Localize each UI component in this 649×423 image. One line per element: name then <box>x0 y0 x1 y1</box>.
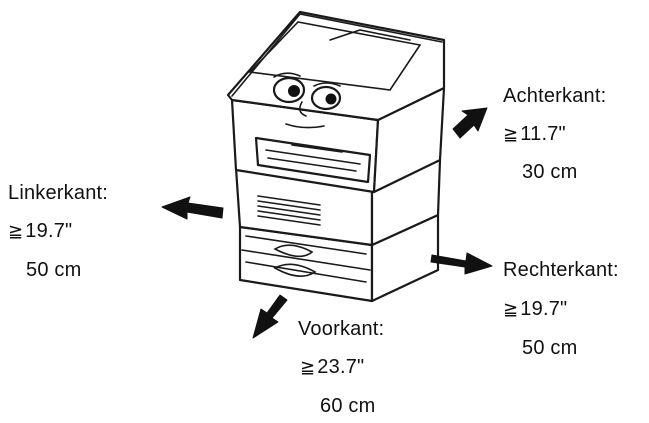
tray-2-handle <box>273 263 317 277</box>
output-tray-opening <box>254 136 372 184</box>
arrow-left <box>161 196 224 220</box>
tray-divider <box>241 249 371 271</box>
front-clearance-inches: ≧23.7" <box>300 356 365 378</box>
nose <box>298 101 307 117</box>
document-feeder-outline <box>248 21 422 91</box>
left-clearance-inches: ≧19.7" <box>8 220 73 242</box>
arrow-back <box>452 107 488 139</box>
printer-face <box>272 72 342 129</box>
right-clearance-inches: ≧19.7" <box>503 298 568 320</box>
arrow-right <box>430 252 493 275</box>
printer-illustration <box>226 10 446 303</box>
greater-equal-symbol: ≧ <box>300 357 316 377</box>
back-clearance-cm: 30 cm <box>522 161 578 183</box>
left-clearance-cm: 50 cm <box>26 259 82 281</box>
left-pupil <box>288 85 300 97</box>
right-pupil <box>325 93 337 105</box>
right-clearance-cm: 50 cm <box>522 337 578 359</box>
mouth <box>285 123 325 129</box>
greater-equal-symbol: ≧ <box>503 124 519 144</box>
vent-grille <box>257 195 321 226</box>
tray-1-handle <box>273 244 314 258</box>
front-clearance-label: Voorkant: <box>298 318 385 340</box>
back-clearance-inches: ≧11.7" <box>503 123 566 145</box>
greater-equal-symbol: ≧ <box>503 299 519 319</box>
right-clearance-label: Rechterkant: <box>503 259 619 281</box>
left-clearance-label: Linkerkant: <box>8 182 109 204</box>
right-eyebrow <box>313 82 341 87</box>
front-clearance-cm: 60 cm <box>320 395 376 417</box>
greater-equal-symbol: ≧ <box>8 221 24 241</box>
arrow-front <box>252 294 288 339</box>
left-eyebrow <box>273 72 301 78</box>
back-clearance-label: Achterkant: <box>503 85 607 107</box>
